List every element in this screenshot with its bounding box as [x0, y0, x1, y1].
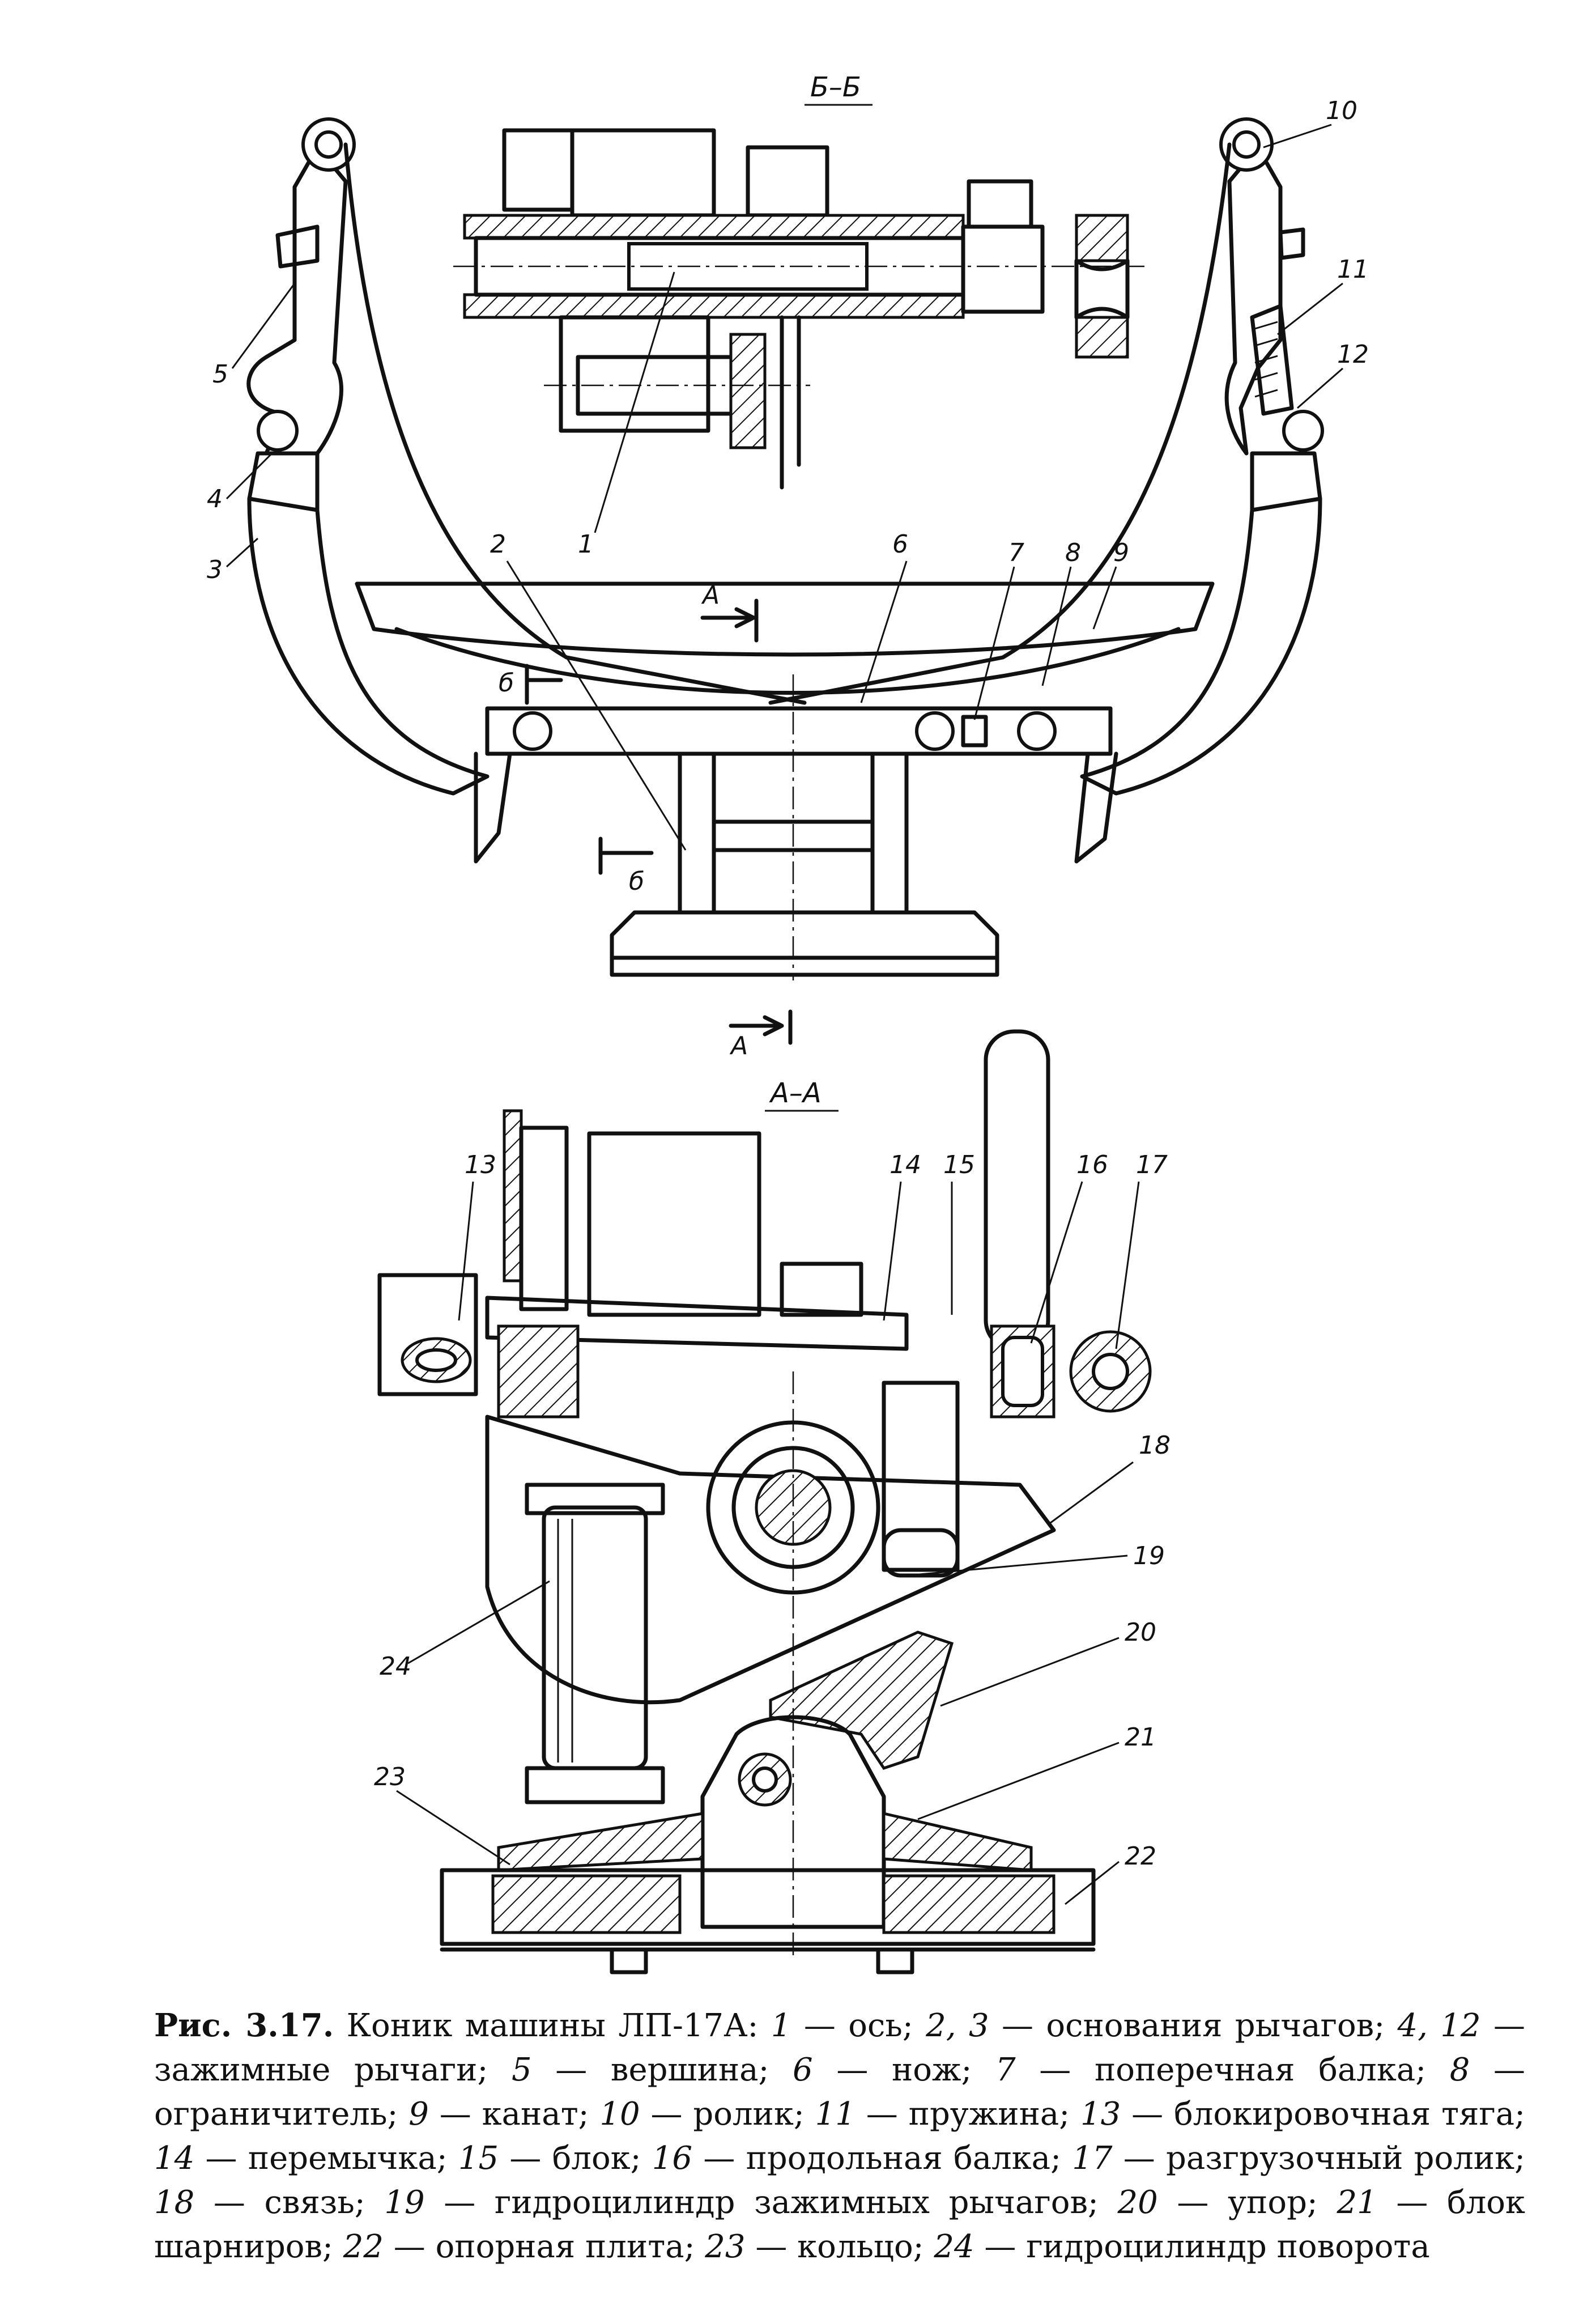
main-housing	[485, 1415, 1056, 1705]
caption-item-text: — разгрузочный ролик;	[1112, 2140, 1525, 2177]
clamp-cylinder	[882, 1381, 960, 1572]
caption-item-number: 1	[771, 2007, 791, 2044]
right-clamp-lever	[1224, 145, 1283, 456]
base-plate	[610, 910, 999, 977]
technical-drawing: Б–Б	[207, 71, 1369, 1974]
caption-item-number: 18	[154, 2184, 195, 2221]
label-3: 3	[207, 555, 223, 584]
caption-item-text: — канат;	[428, 2096, 600, 2133]
caption-item-number: 21	[1337, 2184, 1377, 2221]
caption-item-number: 19	[384, 2184, 425, 2221]
view-title-a: А–А	[769, 1077, 822, 1109]
label-20: 20	[1125, 1618, 1156, 1647]
caption-item-number: 10	[599, 2096, 640, 2133]
label-18: 18	[1139, 1431, 1171, 1460]
label-24: 24	[380, 1652, 411, 1681]
label-5: 5	[212, 360, 228, 389]
label-1: 1	[578, 530, 594, 559]
caption-item-text: — опорная плита;	[383, 2228, 705, 2265]
label-23: 23	[374, 1763, 406, 1791]
caption-item-number: 7	[995, 2052, 1016, 2088]
label-19: 19	[1133, 1541, 1165, 1570]
left-clamp-lever	[246, 145, 348, 456]
figure-title: Коник машины ЛП-17А:	[346, 2007, 759, 2044]
label-14: 14	[889, 1150, 921, 1179]
vertical-stanchion	[984, 1029, 1050, 1351]
caption-item-number: 9	[408, 2096, 429, 2133]
label-10: 10	[1326, 96, 1357, 125]
caption-item-text: — блок шарниров;	[154, 2184, 1526, 2265]
caption-item-text: — блок;	[499, 2140, 652, 2177]
upper-view: Б–Б	[207, 71, 1369, 1060]
section-mark-b-bottom: б	[629, 867, 644, 896]
caption-item-text: — нож;	[812, 2052, 996, 2088]
caption-item-number: 14	[154, 2140, 195, 2177]
section-mark-a-bottom: А	[729, 1031, 748, 1060]
caption-item-text: — ролик;	[640, 2096, 815, 2133]
drawing-canvas: Б–Б	[207, 71, 1369, 1974]
caption-item-number: 15	[458, 2140, 499, 2177]
figure-caption: Рис. 3.17. Коник машины ЛП-17А: 1 — ось;…	[154, 2003, 1525, 2269]
caption-item-text: — связь;	[194, 2184, 385, 2221]
caption-item-number: 6	[793, 2052, 813, 2088]
label-9: 9	[1113, 538, 1129, 567]
label-15: 15	[943, 1150, 975, 1179]
caption-item-text: — продольная балка;	[692, 2140, 1072, 2177]
right-lever-base	[1080, 496, 1322, 796]
turn-cylinder	[542, 1505, 648, 1770]
section-mark-b-top: б	[499, 669, 514, 698]
caption-item-number: 11	[815, 2096, 856, 2133]
label-8: 8	[1065, 538, 1081, 567]
section-mark-a-top: А	[701, 581, 720, 610]
caption-item-text: — перемычка;	[194, 2140, 458, 2177]
caption-item-text: — ограничитель;	[154, 2052, 1525, 2133]
label-16: 16	[1076, 1150, 1108, 1179]
label-17: 17	[1136, 1150, 1168, 1179]
caption-item-text: — блокировочная тяга;	[1121, 2096, 1526, 2133]
caption-items: 1 — ось; 2, 3 — основания рычагов; 4, 12…	[154, 2007, 1525, 2265]
pivot-shaft	[755, 1469, 832, 1546]
caption-item-number: 23	[705, 2228, 746, 2265]
caption-item-text: — ось;	[791, 2007, 926, 2044]
caption-item-text: — пружина;	[855, 2096, 1081, 2133]
caption-item-number: 2, 3	[926, 2007, 989, 2044]
label-21: 21	[1125, 1723, 1156, 1752]
label-2: 2	[490, 530, 506, 559]
label-12: 12	[1337, 340, 1369, 369]
label-13: 13	[465, 1150, 496, 1179]
support-plate	[440, 1868, 1096, 1946]
caption-item-number: 8	[1449, 2052, 1470, 2088]
caption-item-number: 5	[512, 2052, 532, 2088]
caption-item-number: 13	[1080, 2096, 1121, 2133]
hinge-block	[700, 1715, 886, 1929]
caption-item-text: — зажимные рычаги;	[154, 2007, 1525, 2088]
axle-inset	[453, 128, 1144, 490]
label-22: 22	[1125, 1842, 1156, 1871]
left-lever-base	[247, 496, 490, 796]
caption-item-number: 17	[1072, 2140, 1113, 2177]
lower-view: А–А	[374, 1029, 1171, 1974]
caption-item-number: 24	[934, 2228, 974, 2265]
blocking-rod-housing	[377, 1273, 478, 1396]
caption-item-number: 16	[652, 2140, 693, 2177]
caption-item-text: — кольцо;	[745, 2228, 934, 2265]
view-title-b: Б–Б	[810, 71, 861, 103]
label-11: 11	[1337, 255, 1369, 284]
caption-item-number: 22	[343, 2228, 384, 2265]
figure-number: Рис. 3.17.	[154, 2007, 334, 2044]
caption-item-text: — основания рычагов;	[989, 2007, 1398, 2044]
caption-item-text: — гидроцилиндр поворота	[974, 2228, 1430, 2265]
knife-blade	[355, 581, 1215, 657]
label-4: 4	[207, 485, 223, 513]
label-7: 7	[1008, 538, 1024, 567]
caption-item-text: — гидроцилиндр зажимных рычагов;	[424, 2184, 1118, 2221]
caption-item-text: — вершина;	[531, 2052, 793, 2088]
caption-item-text: — поперечная балка;	[1015, 2052, 1450, 2088]
caption-item-number: 20	[1117, 2184, 1158, 2221]
caption-item-text: — упор;	[1157, 2184, 1337, 2221]
caption-item-number: 4, 12	[1397, 2007, 1481, 2044]
label-6: 6	[892, 530, 908, 559]
